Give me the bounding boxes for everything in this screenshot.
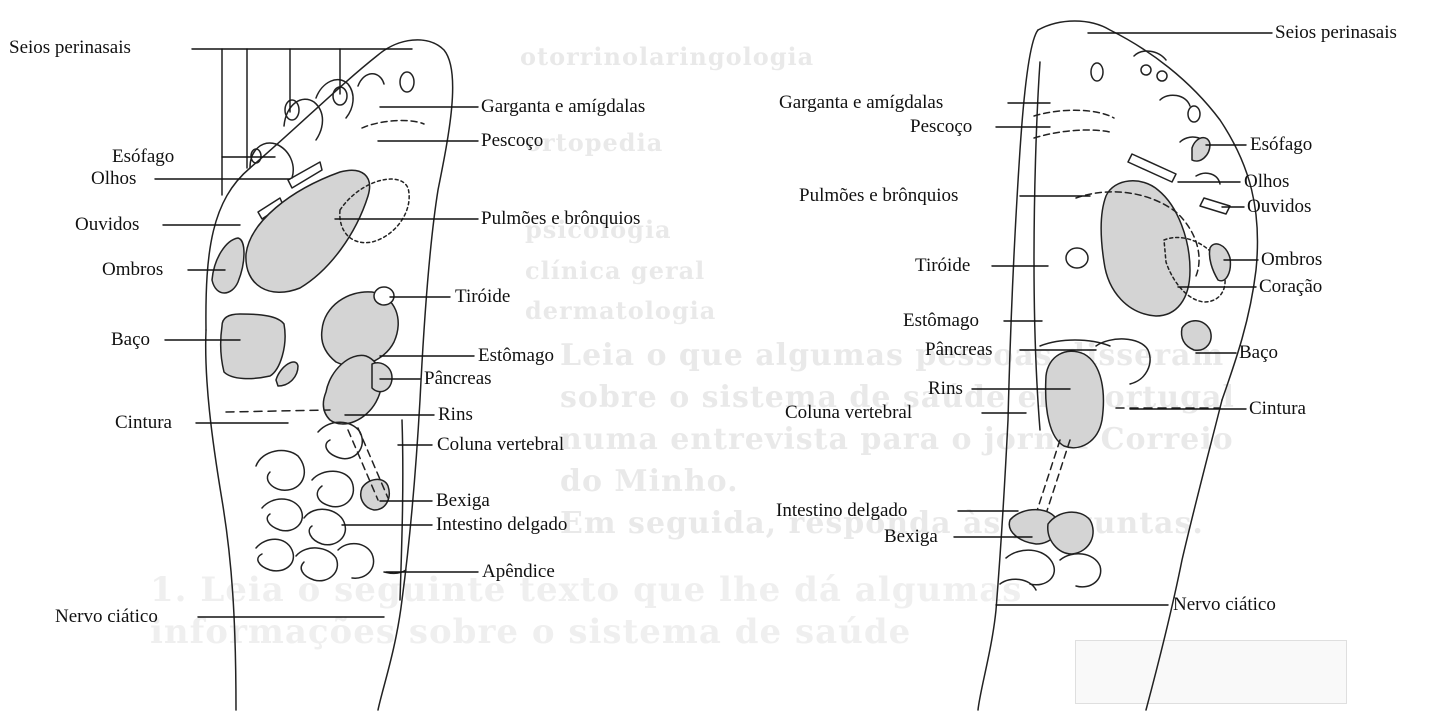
- label-coluna-right: Coluna vertebral: [785, 402, 912, 424]
- left-kidney: [372, 363, 392, 392]
- right-kidney: [1046, 351, 1104, 447]
- label-olhos-left: Olhos: [91, 168, 136, 190]
- label-cintura-right: Cintura: [1249, 398, 1306, 420]
- label-nervo-left: Nervo ciático: [55, 606, 158, 628]
- label-cintura-left: Cintura: [115, 412, 172, 434]
- right-toe: [1134, 51, 1166, 60]
- label-baco-left: Baço: [111, 329, 150, 351]
- label-olhos-right: Olhos: [1244, 171, 1289, 193]
- label-coracao-right: Coração: [1259, 276, 1322, 298]
- right-sinus-spot: [1141, 65, 1151, 75]
- label-pancreas-right: Pâncreas: [925, 339, 993, 361]
- right-bladder: [1048, 512, 1093, 554]
- label-rins-left: Rins: [438, 404, 473, 426]
- right-shoulder: [1209, 244, 1230, 281]
- label-rins-right: Rins: [928, 378, 963, 400]
- right-toe: [1160, 95, 1190, 106]
- left-spleen: [221, 314, 285, 379]
- right-intestines: [1060, 554, 1101, 587]
- label-pancreas-left: Pâncreas: [424, 368, 492, 390]
- left-thyroid: [374, 287, 394, 305]
- label-pulmoes-right: Pulmões e brônquios: [799, 185, 958, 207]
- label-estomago-right: Estômago: [903, 310, 979, 332]
- right-spine: [1034, 440, 1060, 520]
- right-stomach: [1096, 339, 1150, 384]
- left-shoulder: [212, 238, 244, 293]
- label-baco-right: Baço: [1239, 342, 1278, 364]
- left-toe: [358, 74, 384, 86]
- label-ombros-right: Ombros: [1261, 249, 1322, 271]
- label-garganta-left: Garganta e amígdalas: [481, 96, 645, 118]
- label-esofago-right: Esófago: [1250, 134, 1312, 156]
- label-bexiga-right: Bexiga: [884, 526, 938, 548]
- left-waist-dashed: [226, 410, 330, 412]
- label-intestino-right: Intestino delgado: [776, 500, 907, 522]
- right-spine: [1044, 440, 1070, 520]
- label-estomago-left: Estômago: [478, 345, 554, 367]
- right-spleen: [1182, 321, 1212, 351]
- left-intestines: [262, 499, 302, 531]
- right-neck-dashed: [1034, 130, 1110, 138]
- label-bexiga-left: Bexiga: [436, 490, 490, 512]
- right-lung-region: [1101, 181, 1190, 316]
- label-seios-right: Seios perinasais: [1275, 22, 1397, 44]
- label-pescoco-right: Pescoço: [910, 116, 972, 138]
- left-bladder: [361, 479, 389, 510]
- left-throat-dashed: [362, 121, 424, 128]
- left-intestines: [304, 509, 345, 544]
- label-ombros-left: Ombros: [102, 259, 163, 281]
- label-esofago-left: Esófago: [112, 146, 174, 168]
- right-ear-band: [1200, 198, 1230, 214]
- label-intestino-left: Intestino delgado: [436, 514, 567, 536]
- left-lung-region: [246, 170, 370, 292]
- label-garganta-right: Garganta e amígdalas: [779, 92, 943, 114]
- label-pescoco-left: Pescoço: [481, 130, 543, 152]
- left-leader-lines: [155, 49, 478, 617]
- right-sinus-spot: [1157, 71, 1167, 81]
- left-intestines: [256, 539, 293, 571]
- label-tiroide-left: Tiróide: [455, 286, 510, 308]
- left-sinus-spot: [400, 72, 414, 92]
- label-nervo-right: Nervo ciático: [1173, 594, 1276, 616]
- right-sinus-spot: [1188, 106, 1200, 122]
- label-ouvidos-right: Ouvidos: [1247, 196, 1311, 218]
- left-sinus-spot: [285, 100, 299, 120]
- label-ouvidos-left: Ouvidos: [75, 214, 139, 236]
- right-eye-band: [1128, 154, 1176, 182]
- left-intestines: [256, 451, 304, 491]
- right-esophagus: [1192, 138, 1210, 161]
- right-sinus-spot: [1091, 63, 1103, 81]
- label-apendice-left: Apêndice: [482, 561, 555, 583]
- right-foot-outline: [1146, 400, 1222, 710]
- right-foot-outline: [978, 30, 1038, 710]
- label-seios-left: Seios perinasais: [9, 37, 131, 59]
- label-tiroide-right: Tiróide: [915, 255, 970, 277]
- label-pulmoes-left: Pulmões e brônquios: [481, 208, 640, 230]
- left-foot-outline: [206, 330, 236, 710]
- label-coluna-left: Coluna vertebral: [437, 434, 564, 456]
- left-intestines: [338, 544, 374, 579]
- left-intestines: [312, 471, 353, 507]
- left-intestines: [296, 548, 337, 581]
- right-neck-dashed: [1034, 110, 1114, 118]
- right-medial-line: [1034, 62, 1040, 430]
- left-intestines: [318, 422, 362, 458]
- right-thyroid: [1066, 248, 1088, 268]
